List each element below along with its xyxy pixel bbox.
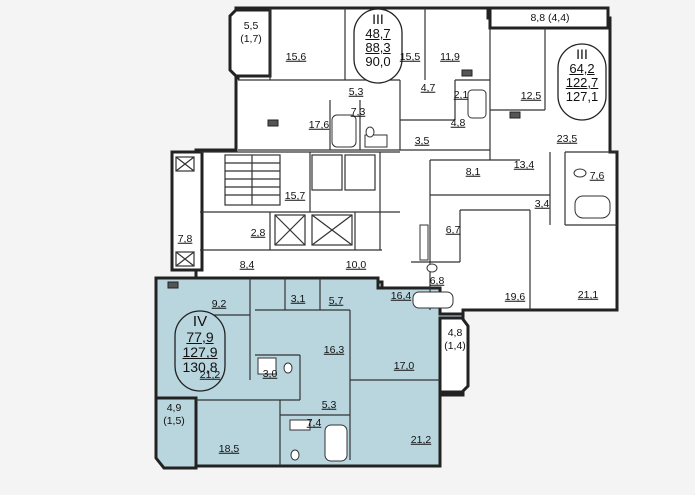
apartment-summary-a: III 48,7 88,3 90,0 bbox=[365, 11, 391, 70]
staircase bbox=[224, 154, 281, 206]
room-area: 10,0 bbox=[345, 258, 367, 271]
room-area: 12,5 bbox=[520, 89, 542, 102]
interior-walls bbox=[200, 8, 617, 310]
room-area: 13,4 bbox=[513, 158, 535, 171]
apartment-badge-c bbox=[174, 310, 226, 392]
room-area: 15,5 bbox=[399, 50, 421, 63]
room-area: 3,1 bbox=[290, 292, 306, 305]
apartment-badge-b bbox=[557, 43, 607, 121]
room-area: 16,4 bbox=[390, 289, 412, 302]
balcony-right-iv bbox=[438, 316, 470, 394]
apartment-summary-b: III 64,2 122,7 127,1 bbox=[565, 46, 599, 105]
balcony-top-right bbox=[488, 6, 610, 30]
room-area: 6,8 bbox=[429, 274, 445, 287]
balcony-left-iv bbox=[154, 396, 198, 470]
total-area-with-balcony: 90,0 bbox=[365, 54, 391, 70]
balcony-area: 4,9 bbox=[166, 402, 182, 414]
room-area: 17,6 bbox=[308, 118, 330, 131]
room-area: 19,6 bbox=[504, 290, 526, 303]
apartment-type: III bbox=[576, 46, 588, 62]
room-area: 21,1 bbox=[577, 288, 599, 301]
room-area: 5,3 bbox=[321, 398, 337, 411]
room-area: 21,2 bbox=[410, 433, 432, 446]
room-area: 8,1 bbox=[465, 165, 481, 178]
room-area: 4,8 bbox=[450, 116, 466, 129]
apartment-summary-c: IV 77,9 127,9 130,8 bbox=[182, 313, 218, 376]
room-area: 7,4 bbox=[306, 416, 322, 429]
room-area: 3,4 bbox=[534, 197, 550, 210]
living-area: 77,9 bbox=[186, 329, 214, 346]
room-area: 5,3 bbox=[348, 85, 364, 98]
room-area: 6,7 bbox=[445, 223, 461, 236]
room-area: 7,3 bbox=[350, 105, 366, 118]
total-area: 127,9 bbox=[182, 344, 218, 361]
bathroom-fixtures bbox=[167, 69, 611, 462]
total-area-with-balcony: 130,8 bbox=[182, 359, 218, 376]
balcony-label-b1: 5,5 (1,7) bbox=[240, 20, 262, 46]
room-area: 3,0 bbox=[262, 367, 278, 380]
balcony-area-reduced: (1,7) bbox=[240, 33, 262, 46]
room-area: 8,4 bbox=[239, 258, 255, 271]
balcony-area-reduced: (1,5) bbox=[163, 415, 185, 428]
room-area: 5,7 bbox=[328, 294, 344, 307]
living-area: 48,7 bbox=[365, 26, 391, 42]
room-area: 17,0 bbox=[393, 359, 415, 372]
total-area: 88,3 bbox=[365, 40, 391, 56]
room-area: 4,7 bbox=[420, 81, 436, 94]
balcony-area: 4,8 bbox=[447, 327, 463, 339]
room-area: 23,5 bbox=[556, 132, 578, 145]
room-area: 9,2 bbox=[211, 297, 227, 310]
room-area: 21,2 bbox=[199, 368, 221, 381]
room-area: 2,1 bbox=[453, 88, 469, 101]
balcony-area-reduced: (1,4) bbox=[444, 340, 466, 353]
room-area: 15,7 bbox=[284, 189, 306, 202]
balcony-area: 5,5 bbox=[243, 20, 259, 32]
room-area: 18,5 bbox=[218, 442, 240, 455]
room-area: 11,9 bbox=[440, 50, 460, 63]
room-area: 7,8 bbox=[177, 232, 193, 245]
elevators bbox=[175, 154, 376, 267]
room-area: 7,6 bbox=[589, 169, 605, 182]
service-shaft bbox=[170, 150, 204, 272]
room-area: 16,3 bbox=[323, 343, 345, 356]
apartment-type: IV bbox=[192, 313, 208, 330]
apartment-badge-a bbox=[353, 8, 403, 84]
room-area: 2,8 bbox=[250, 226, 266, 239]
room-area: 15,6 bbox=[285, 50, 307, 63]
room-area: 3,5 bbox=[414, 134, 430, 147]
balcony-label-b3: 4,8 (1,4) bbox=[444, 327, 466, 353]
total-area-with-balcony: 127,1 bbox=[565, 89, 599, 105]
total-area: 122,7 bbox=[565, 75, 599, 91]
apartment-iv-walls bbox=[196, 278, 440, 466]
apartment-type: III bbox=[372, 11, 384, 27]
balcony-label-b4: 4,9 (1,5) bbox=[163, 402, 185, 428]
balcony-area: 8,8 (4,4) bbox=[530, 12, 570, 24]
balcony-label-b2: 8,8 (4,4) bbox=[530, 12, 569, 25]
living-area: 64,2 bbox=[569, 61, 595, 77]
